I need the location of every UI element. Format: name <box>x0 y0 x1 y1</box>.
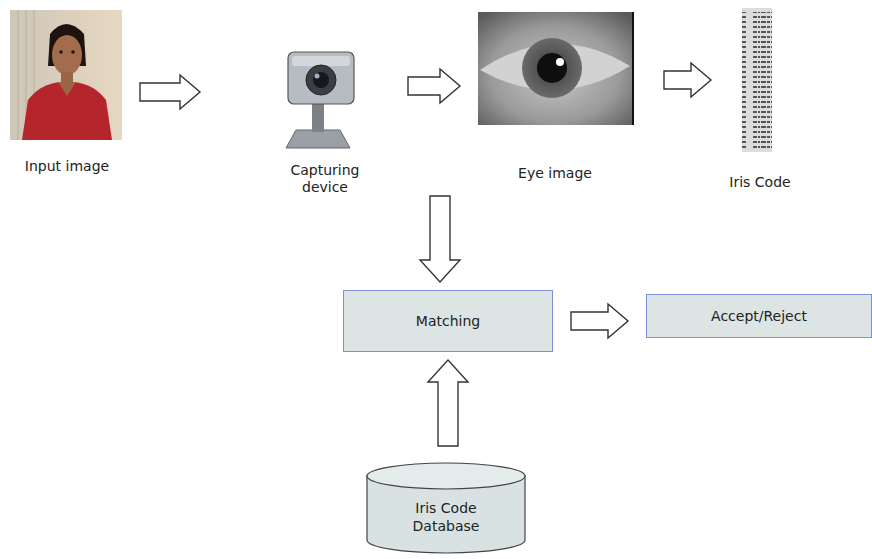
block-arrow <box>664 63 711 97</box>
input-image-node: Input image <box>8 8 126 188</box>
block-arrow <box>428 360 468 446</box>
capturing-device-icon <box>286 52 354 148</box>
block-arrow <box>420 196 460 282</box>
database-label: Iris Code Database <box>398 500 494 535</box>
iris-code-node: Iris Code <box>715 6 805 196</box>
eye-image-node: Eye image <box>476 10 634 190</box>
capturing-device-node: Capturing device <box>270 40 380 202</box>
block-arrow <box>408 69 460 103</box>
block-arrow <box>140 75 200 109</box>
iris-code-strip <box>742 8 772 152</box>
database-cylinder: Iris Code Database <box>366 462 526 554</box>
box-label: Matching <box>408 313 488 329</box>
image-caption: Input image <box>8 158 126 175</box>
image-caption: Iris Code <box>715 174 805 191</box>
input-photo <box>10 10 122 140</box>
image-caption: Eye image <box>476 165 634 182</box>
process-box: Matching <box>343 290 553 352</box>
eye-image <box>478 12 633 125</box>
cylinder-top <box>367 463 525 489</box>
result-box: Accept/Reject <box>646 294 872 338</box>
box-label: Accept/Reject <box>703 308 815 324</box>
block-arrow <box>571 304 628 338</box>
image-caption: Capturing device <box>270 162 380 196</box>
